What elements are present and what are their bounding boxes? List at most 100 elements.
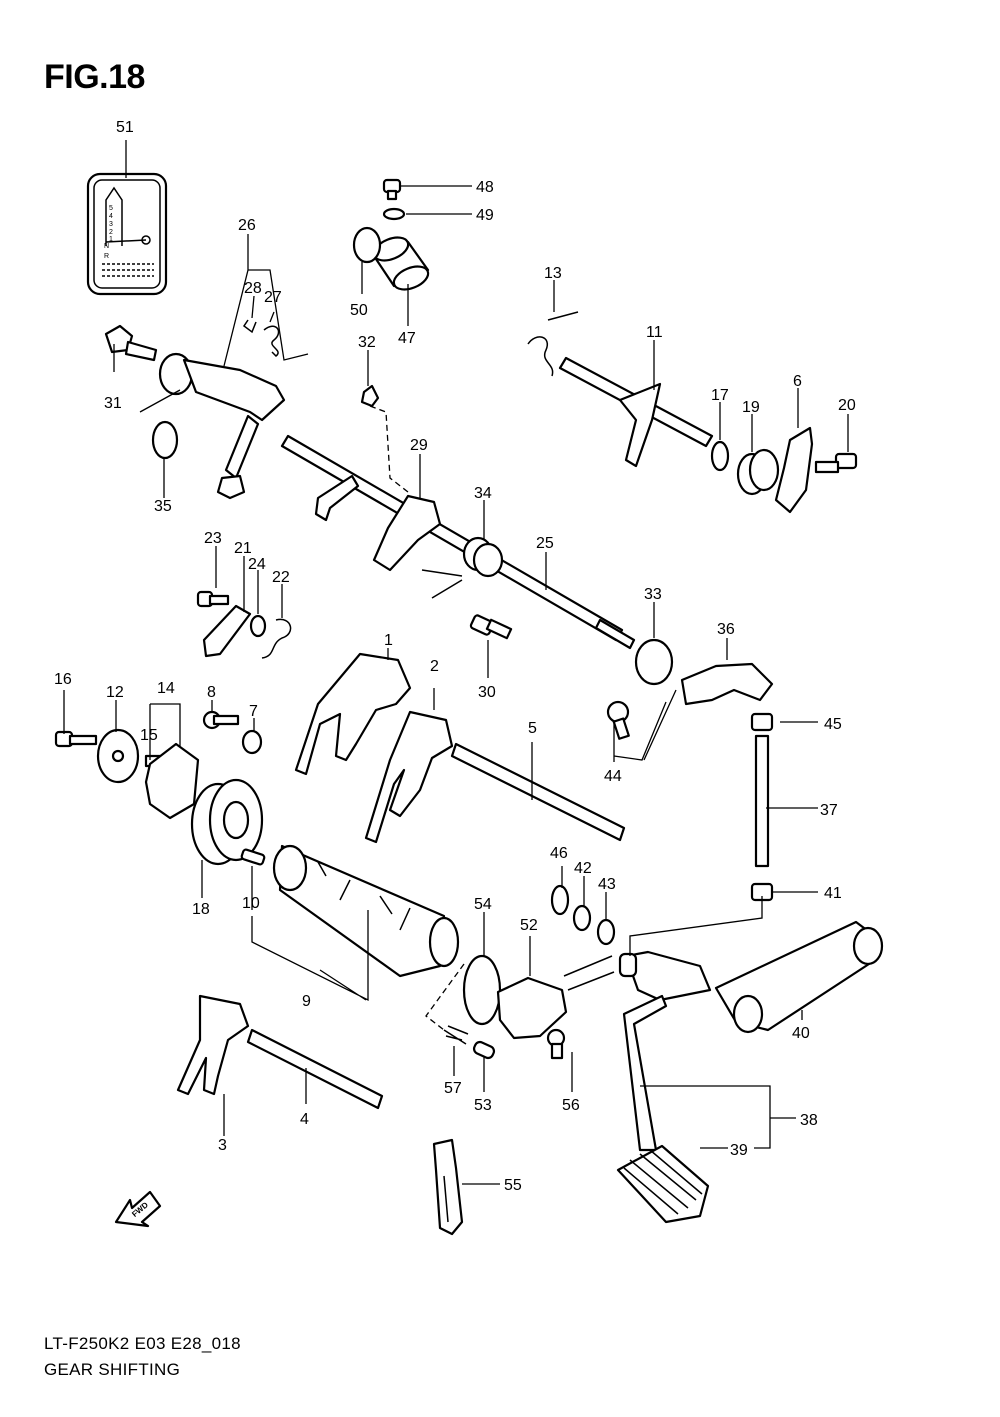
callout-16: 16 [54, 671, 72, 688]
callout-9: 9 [302, 993, 311, 1010]
callout-34: 34 [474, 485, 492, 502]
callout-7: 7 [249, 703, 258, 720]
callout-39: 39 [730, 1142, 748, 1159]
callout-43: 43 [598, 876, 616, 893]
label-gear-5: 5 [109, 205, 113, 212]
part-17-washer [710, 440, 730, 472]
callout-41: 41 [824, 885, 842, 902]
callout-31: 31 [104, 395, 122, 412]
callout-25: 25 [536, 535, 554, 552]
label-gear-markings: 5 4 3 2 1 N R [104, 205, 113, 260]
part-54-o-ring [462, 954, 502, 1026]
part-56-screw [546, 1028, 566, 1060]
part-6-lever [774, 426, 814, 514]
part-23-bolt [196, 590, 230, 608]
callout-33: 33 [644, 586, 662, 603]
leader-lines [63, 140, 849, 1185]
part-36-link [680, 662, 774, 706]
callout-48: 48 [476, 179, 494, 196]
part-14-stopper-plate [144, 742, 200, 820]
callout-28: 28 [244, 280, 262, 297]
part-33-bearing [634, 638, 674, 686]
callout-26: 26 [238, 217, 256, 234]
part-19-bearing [736, 448, 780, 496]
callout-8: 8 [207, 684, 216, 701]
callout-35: 35 [154, 498, 172, 515]
fwd-arrow-icon: FWD [114, 1190, 162, 1228]
part-16-bolt [54, 730, 98, 748]
part-4-fork-shaft [246, 1028, 384, 1110]
callout-27: 27 [264, 289, 282, 306]
callout-19: 19 [742, 399, 760, 416]
part-21-stopper-arm [202, 604, 252, 658]
callout-40: 40 [792, 1025, 810, 1042]
part-45-nut [750, 712, 774, 732]
part-31-bolt [104, 324, 158, 362]
callout-2: 2 [430, 658, 439, 675]
part-30-pin [469, 614, 513, 640]
callout-13: 13 [544, 265, 562, 282]
label-gear-3: 3 [109, 221, 113, 228]
part-34-return-spring [421, 536, 504, 599]
part-43-o-ring [596, 918, 616, 946]
part-55-breather [432, 1138, 464, 1236]
part-32-collar [360, 384, 380, 408]
part-11-shaft [558, 356, 714, 468]
part-12-cam-plate [96, 728, 140, 784]
part-42-washer [572, 904, 592, 932]
callout-30: 30 [478, 684, 496, 701]
callout-numbers: 1 2 3 4 5 6 7 8 9 10 11 12 13 14 15 16 1… [54, 119, 856, 1194]
callout-5: 5 [528, 720, 537, 737]
label-gear-2: 2 [109, 229, 113, 236]
part-47-roller [372, 236, 430, 291]
part-20-bolt [814, 452, 858, 474]
label-gear-1: 1 [109, 236, 113, 243]
part-26-gearshift-arm [158, 352, 286, 500]
part-9-gearshift-cam [272, 844, 460, 978]
part-57-spring [443, 1025, 469, 1045]
part-2-shift-fork [364, 710, 454, 844]
callout-56: 56 [562, 1097, 580, 1114]
part-48-bolt [382, 178, 402, 201]
callout-20: 20 [838, 397, 856, 414]
part-25-gearshift-shaft [280, 434, 636, 650]
part-13-spring [527, 311, 579, 377]
part-40-shift-lever [714, 920, 884, 1034]
figure-name: GEAR SHIFTING [44, 1360, 181, 1379]
part-46-clip [550, 884, 570, 916]
callout-45: 45 [824, 716, 842, 733]
callout-3: 3 [218, 1137, 227, 1154]
callout-51: 51 [116, 119, 134, 136]
callout-37: 37 [820, 802, 838, 819]
callout-4: 4 [300, 1111, 309, 1128]
part-39-pedal-rubber [616, 1144, 710, 1224]
callout-24: 24 [248, 556, 266, 573]
figure-title: FIG.18 [44, 58, 145, 96]
callout-11: 11 [646, 324, 663, 341]
callout-38: 38 [800, 1112, 818, 1129]
part-24-washer [249, 614, 267, 638]
callout-46: 46 [550, 845, 568, 862]
part-18-bearing [190, 778, 264, 866]
figure-code: LT-F250K2 E03 E28_018 [44, 1334, 241, 1353]
callout-47: 47 [398, 330, 416, 347]
part-28-clip [242, 319, 257, 334]
callout-21: 21 [234, 540, 252, 557]
part-50-o-ring [352, 226, 382, 264]
part-35-washer [151, 420, 179, 460]
callout-32: 32 [358, 334, 376, 351]
part-7-washer [241, 729, 263, 755]
callout-23: 23 [204, 530, 222, 547]
part-10-pin [240, 848, 266, 866]
callout-55: 55 [504, 1177, 522, 1194]
part-49-washer [382, 207, 406, 221]
callout-17: 17 [711, 387, 729, 404]
callout-18: 18 [192, 901, 210, 918]
callout-15: 15 [140, 727, 158, 744]
callout-12: 12 [106, 684, 124, 701]
callout-52: 52 [520, 917, 538, 934]
part-22-spring [261, 618, 292, 659]
callout-54: 54 [474, 896, 492, 913]
callout-49: 49 [476, 207, 494, 224]
